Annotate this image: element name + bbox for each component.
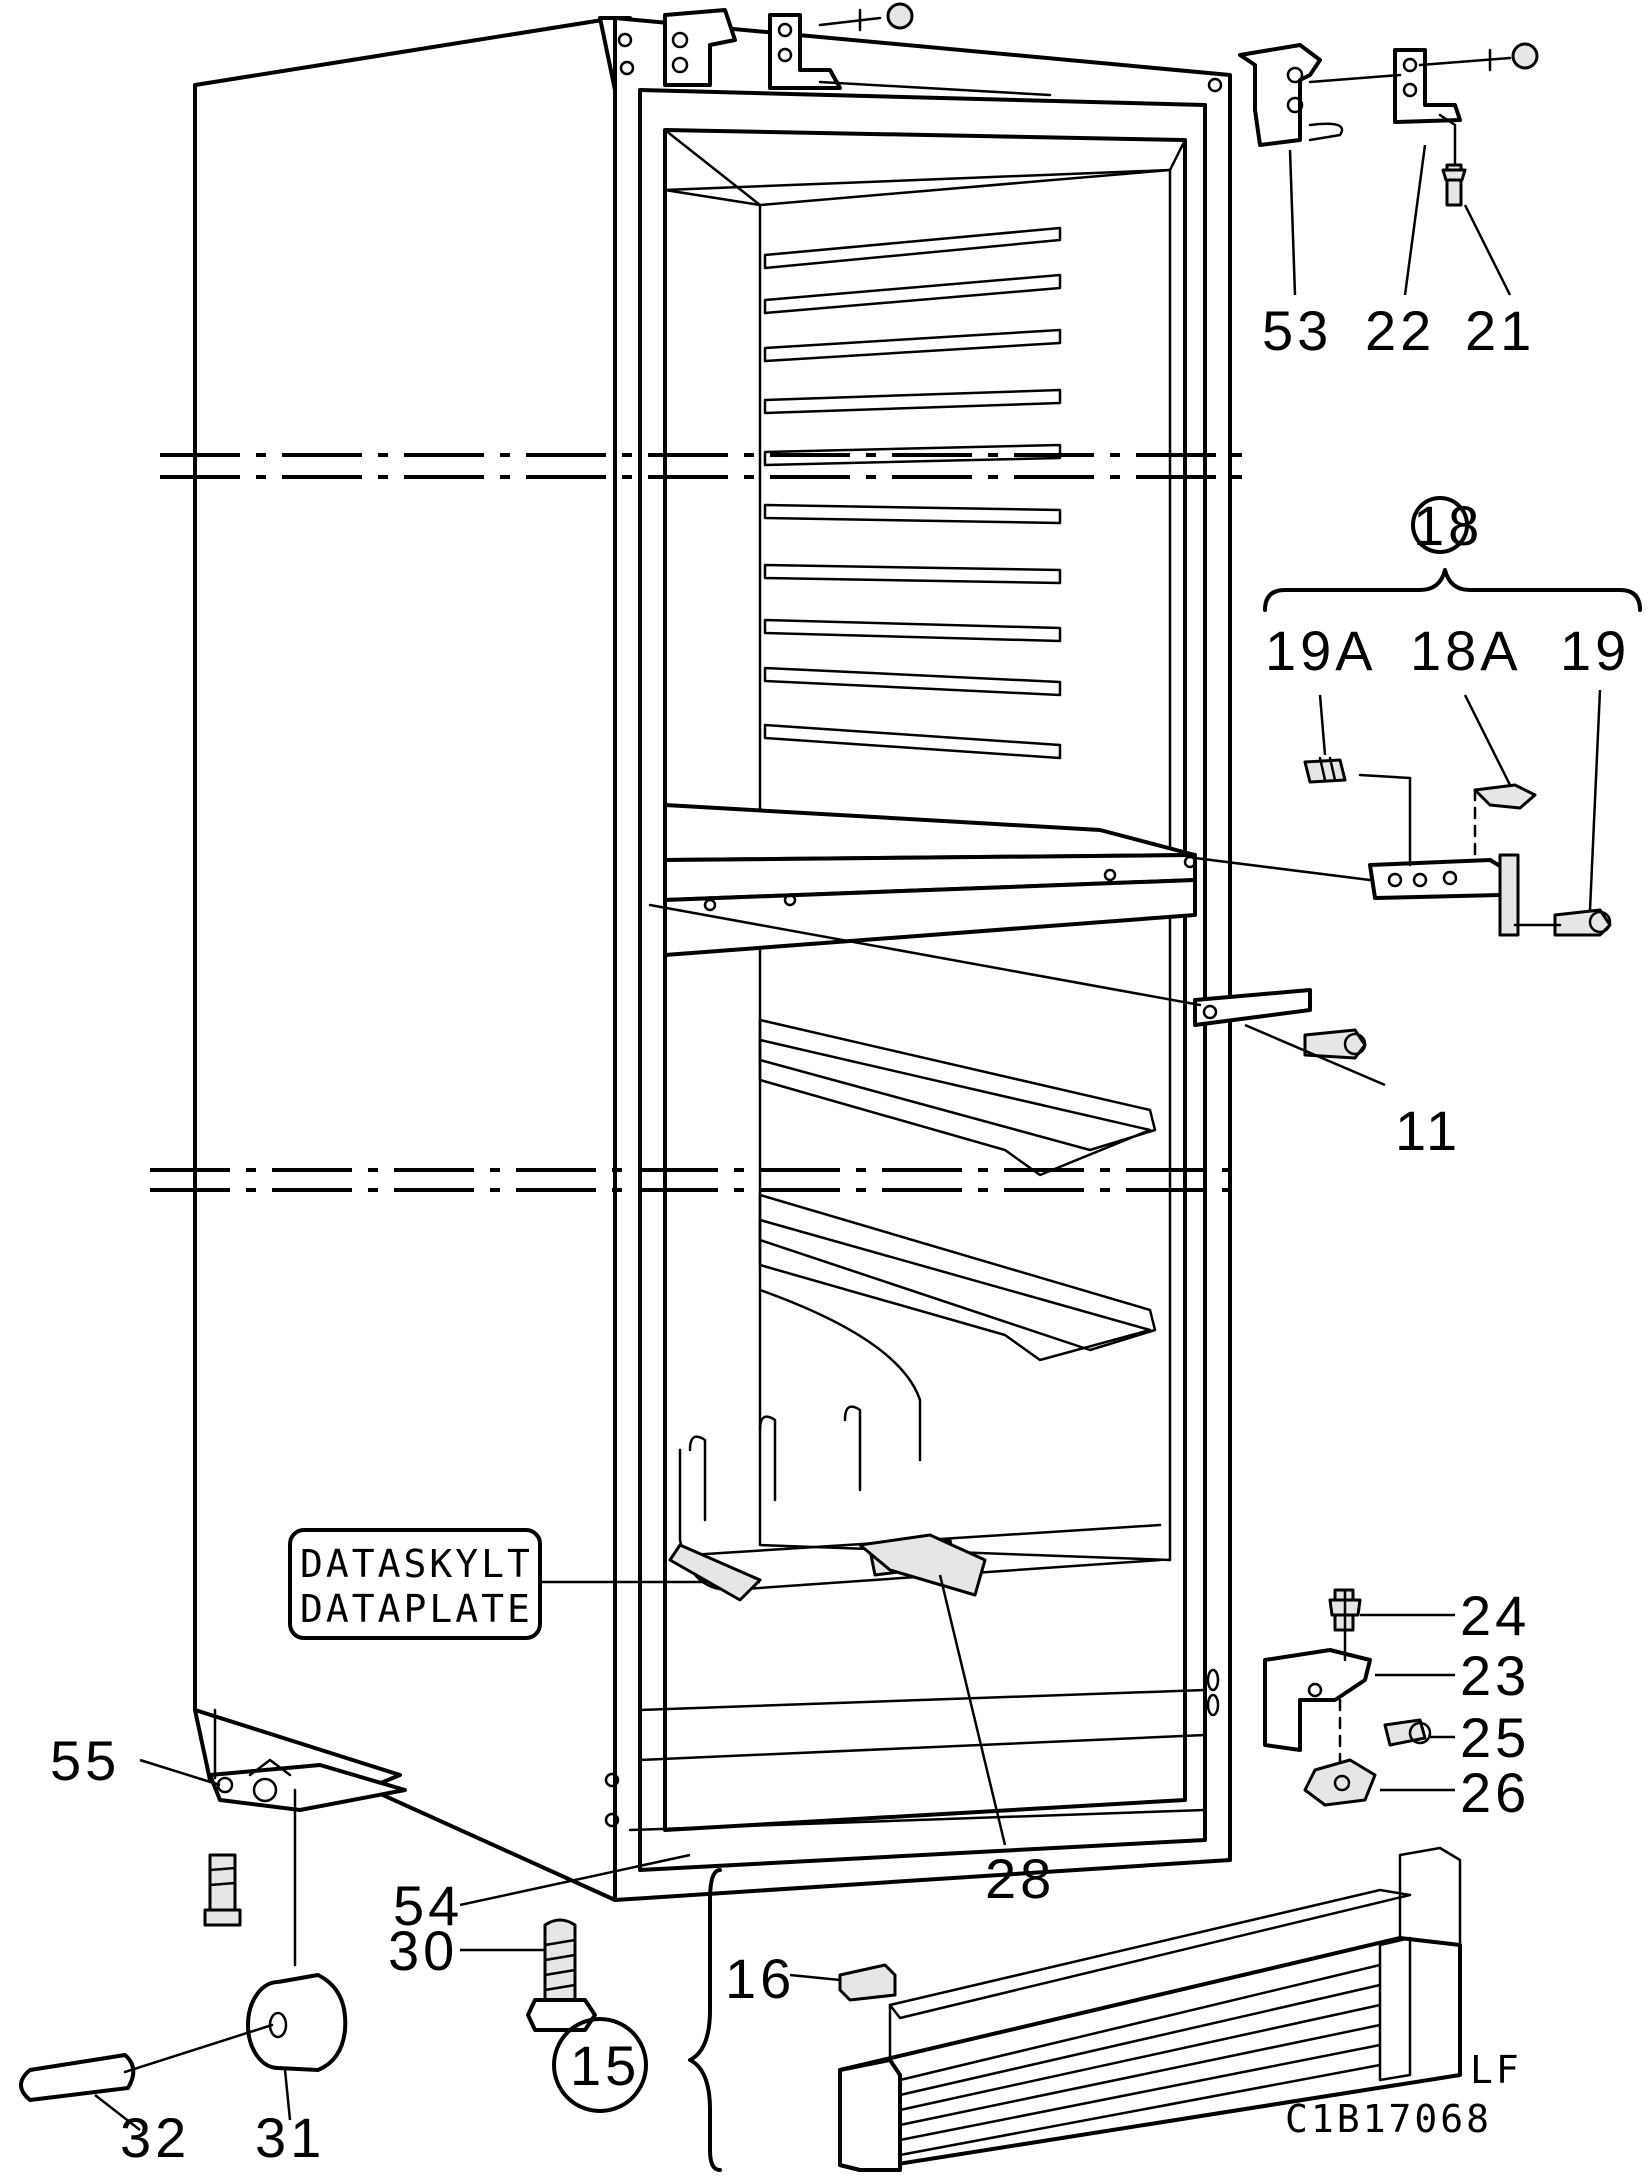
label-53: 53 bbox=[1262, 299, 1332, 362]
label-22: 22 bbox=[1365, 299, 1435, 362]
label-24: 24 bbox=[1460, 1584, 1530, 1647]
code-id: C1B17068 bbox=[1285, 2097, 1492, 2141]
label-23: 23 bbox=[1460, 1644, 1530, 1707]
label-16: 16 bbox=[725, 1947, 795, 2010]
divider-shelf bbox=[663, 803, 1197, 957]
label-15: 15 bbox=[570, 2034, 640, 2097]
label-19: 19 bbox=[1560, 619, 1630, 682]
dataplate-line2: DATAPLATE bbox=[300, 1587, 533, 1631]
label-54: 54 bbox=[393, 1874, 463, 1937]
label-32: 32 bbox=[120, 2106, 190, 2169]
part-15-circle bbox=[552, 2017, 648, 2113]
label-30: 30 bbox=[388, 1919, 458, 1982]
label-25: 25 bbox=[1460, 1706, 1530, 1769]
label-18A: 18A bbox=[1410, 619, 1522, 682]
cabinet-body bbox=[193, 16, 1232, 1902]
bottom-right-hinge bbox=[1263, 1588, 1455, 1807]
label-28: 28 bbox=[985, 1847, 1055, 1910]
label-18: 18 bbox=[1413, 494, 1483, 557]
label-26: 26 bbox=[1460, 1761, 1530, 1824]
code-lf: LF bbox=[1470, 2048, 1522, 2092]
lower-shelf-rails bbox=[758, 1018, 1157, 1362]
part-28-drain-bracket bbox=[858, 1533, 1007, 1846]
break-lines bbox=[150, 453, 1255, 1192]
top-left-hinges bbox=[663, 2, 1052, 97]
top-right-hinges bbox=[1238, 42, 1539, 296]
label-55: 55 bbox=[50, 1729, 120, 1792]
label-19A: 19A bbox=[1265, 619, 1377, 682]
part-labels: 53 22 21 18 19A 18A 19 11 24 23 25 26 28… bbox=[50, 299, 1630, 2169]
part-30-bolt bbox=[460, 1918, 597, 2032]
figure-code: LF C1B17068 bbox=[1285, 2048, 1522, 2141]
label-21: 21 bbox=[1465, 299, 1535, 362]
part-54-leader bbox=[459, 1853, 691, 1907]
dataplate-line1: DATASKYLT bbox=[300, 1542, 533, 1586]
part-15-grille bbox=[552, 1846, 1462, 2172]
middle-hinge-assembly bbox=[1193, 496, 1642, 937]
part-11-bracket bbox=[648, 903, 1386, 1087]
bottom-left-hinge bbox=[19, 1708, 407, 2131]
label-31: 31 bbox=[255, 2106, 325, 2169]
label-11: 11 bbox=[1395, 1099, 1461, 1162]
part-18-circle bbox=[1411, 496, 1469, 554]
upper-shelf-rails bbox=[763, 226, 1062, 760]
dataplate-callout: DATASKYLT DATAPLATE bbox=[288, 1528, 762, 1640]
